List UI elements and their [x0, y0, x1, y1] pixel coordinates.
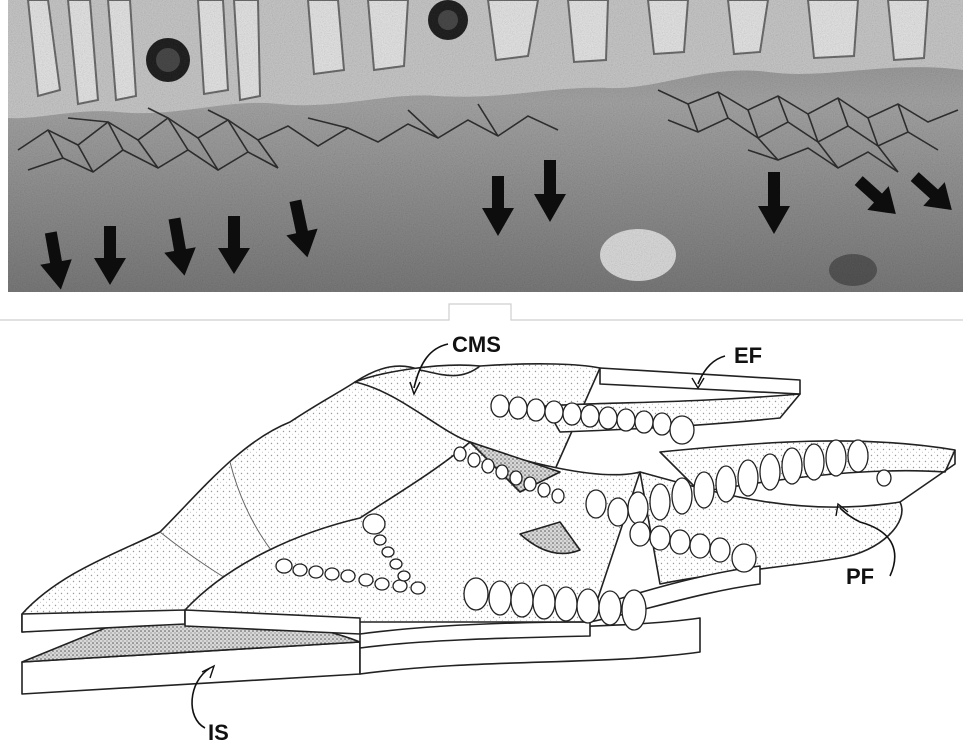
label-ef: EF [734, 345, 762, 367]
label-cms: CMS [452, 334, 501, 356]
panel-divider [0, 296, 963, 322]
freeze-fracture-micrograph [8, 0, 963, 292]
label-pf: PF [846, 566, 874, 588]
label-is: IS [208, 722, 229, 744]
tight-junction-diagram [0, 322, 963, 749]
